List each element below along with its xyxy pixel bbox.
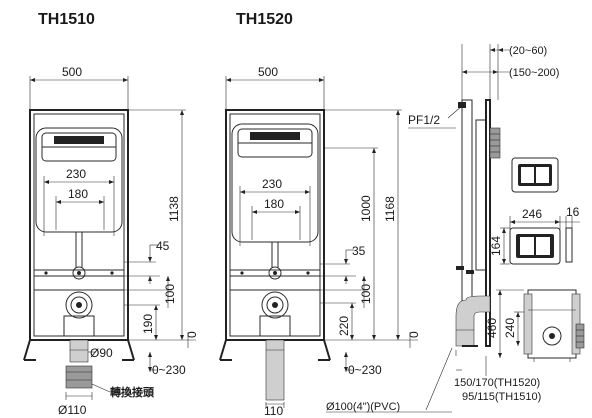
dim-outlet-110: 110 [264, 404, 283, 418]
frame-th1510: 500 230 180 [23, 65, 199, 417]
dim-width: 500 [258, 65, 278, 79]
dim-top-20-60: (20~60) [509, 45, 547, 57]
dim-depth-th1510: 95/115(TH1510) [462, 391, 541, 403]
dim-depth-th1520: 150/170(TH1520) [454, 377, 540, 389]
side-view: (20~60) (150~200) PF1/2 [326, 44, 585, 413]
dim-range: 0~230 [152, 363, 186, 377]
dim-zero: 0 [407, 331, 421, 338]
dim-35: 35 [352, 244, 366, 258]
dim-plate-246: 246 [522, 207, 542, 221]
dim-outlet-110: Ø110 [58, 403, 87, 417]
dim-top-150-200: (150~200) [509, 67, 559, 79]
dim-plate-16: 16 [566, 205, 580, 219]
model-title-th1510: TH1510 [38, 11, 95, 28]
dim-inner-230: 230 [66, 167, 86, 181]
dim-height-1168: 1168 [383, 196, 397, 222]
dim-190: 190 [141, 314, 155, 334]
dim-45: 45 [156, 239, 170, 253]
dim-frame-460: 460 [485, 318, 499, 338]
dim-height-1138: 1138 [167, 196, 181, 222]
adapter-label: 轉換接頭 [110, 385, 155, 399]
dim-width: 500 [62, 65, 82, 79]
label-pvc: Ø100(4")(PVC) [326, 401, 400, 413]
dim-height-1000: 1000 [359, 195, 373, 222]
frame-th1520: 500 230 180 [219, 65, 421, 418]
dim-frame-240: 240 [503, 318, 517, 338]
dim-inner-180: 180 [68, 187, 88, 201]
dim-100: 100 [163, 284, 177, 304]
dim-plate-164: 164 [489, 236, 503, 256]
dim-inner-180: 180 [264, 197, 284, 211]
dim-inner-230: 230 [262, 177, 282, 191]
dim-100: 100 [359, 284, 373, 304]
dim-pipe-90: Ø90 [90, 346, 113, 360]
model-title-th1520: TH1520 [236, 11, 293, 28]
dim-zero: 0 [185, 331, 199, 338]
dim-220: 220 [337, 316, 351, 336]
dim-range: 0~230 [348, 363, 382, 377]
label-pf: PF1/2 [408, 113, 440, 127]
